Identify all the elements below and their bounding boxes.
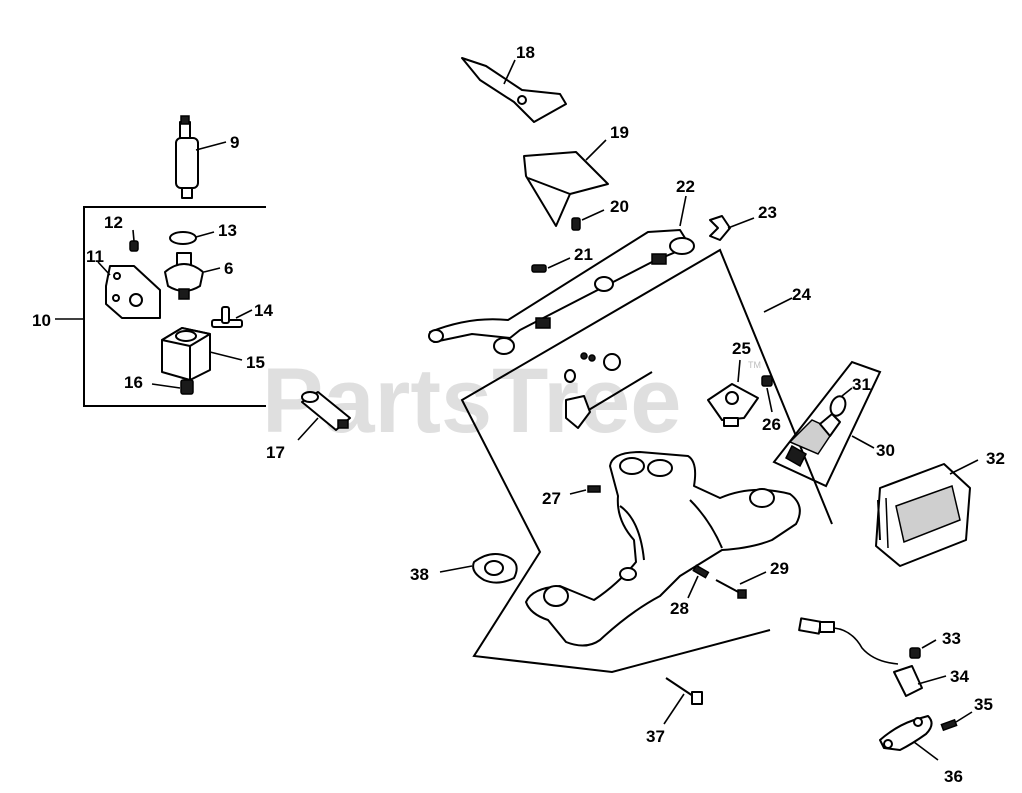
callout-14: 14 <box>254 301 273 320</box>
watermark-trademark: TM <box>748 360 761 370</box>
callout-15: 15 <box>246 353 265 372</box>
gasket-38-icon[interactable] <box>439 553 518 584</box>
callout-30: 30 <box>876 441 895 460</box>
callout-16: 16 <box>124 373 143 392</box>
crankshaft-sensor-icon[interactable] <box>798 617 947 697</box>
fitting-16-icon[interactable] <box>151 379 194 395</box>
callout-28: 28 <box>670 599 689 618</box>
callout-32: 32 <box>986 449 1005 468</box>
callout-21: 21 <box>574 245 593 264</box>
callout-27: 27 <box>542 489 561 508</box>
callout-13: 13 <box>218 221 237 240</box>
bolt-29-icon[interactable] <box>715 571 767 599</box>
callout-25: 25 <box>732 339 751 358</box>
bracket-11-icon[interactable] <box>97 261 161 319</box>
screw-35-icon[interactable] <box>940 711 973 732</box>
sensor-bracket-36-icon[interactable] <box>879 715 939 761</box>
o-ring-13-icon[interactable] <box>169 231 215 245</box>
callout-24: 24 <box>792 285 811 304</box>
callout-36: 36 <box>944 767 963 786</box>
callout-33: 33 <box>942 629 961 648</box>
screw-20-icon[interactable] <box>571 209 605 231</box>
clip-23-icon[interactable] <box>709 215 755 241</box>
ecu-module-icon[interactable] <box>875 459 979 567</box>
callout-9: 9 <box>230 133 239 152</box>
group-bracket-10 <box>83 206 266 407</box>
callout-18: 18 <box>516 43 535 62</box>
spring-pin-28-icon[interactable] <box>687 564 710 599</box>
callout-19: 19 <box>610 123 629 142</box>
fuel-injector-icon[interactable] <box>785 413 841 468</box>
o-ring-31-icon[interactable] <box>828 387 853 418</box>
callout-10: 10 <box>32 311 51 330</box>
callout-29: 29 <box>770 559 789 578</box>
bracket-18-icon[interactable] <box>461 57 567 123</box>
stud-27-icon[interactable] <box>569 485 601 495</box>
callout-20: 20 <box>610 197 629 216</box>
callout-26: 26 <box>762 415 781 434</box>
callout-31: 31 <box>852 375 871 394</box>
throttle-shaft-icon[interactable] <box>564 352 653 429</box>
fuel-filter-icon[interactable] <box>297 391 351 441</box>
callout-12: 12 <box>104 213 123 232</box>
callout-11: 11 <box>86 247 104 266</box>
pressure-regulator-icon[interactable] <box>164 252 221 300</box>
screw-12-icon[interactable] <box>129 229 139 252</box>
callout-23: 23 <box>758 203 777 222</box>
fuel-pump-icon[interactable] <box>175 115 227 199</box>
fuel-rail-22-icon[interactable] <box>428 195 695 355</box>
callout-22: 22 <box>676 177 695 196</box>
throttle-body-icon[interactable] <box>707 359 759 427</box>
intake-manifold-icon[interactable] <box>525 451 801 647</box>
screw-21-icon[interactable] <box>531 257 571 273</box>
callout-37: 37 <box>646 727 665 746</box>
screw-26-icon[interactable] <box>761 375 773 413</box>
callout-6: 6 <box>224 259 233 278</box>
callout-38: 38 <box>410 565 429 584</box>
callout-34: 34 <box>950 667 969 686</box>
filter-block-15-icon[interactable] <box>161 327 243 381</box>
group-bracket-30 <box>772 360 882 488</box>
heat-shield-19-icon[interactable] <box>523 139 609 227</box>
callout-17: 17 <box>266 443 285 462</box>
group-bracket-24 <box>460 248 833 674</box>
bolt-37-icon[interactable] <box>663 677 703 725</box>
tee-fitting-14-icon[interactable] <box>211 306 253 328</box>
callout-35: 35 <box>974 695 993 714</box>
